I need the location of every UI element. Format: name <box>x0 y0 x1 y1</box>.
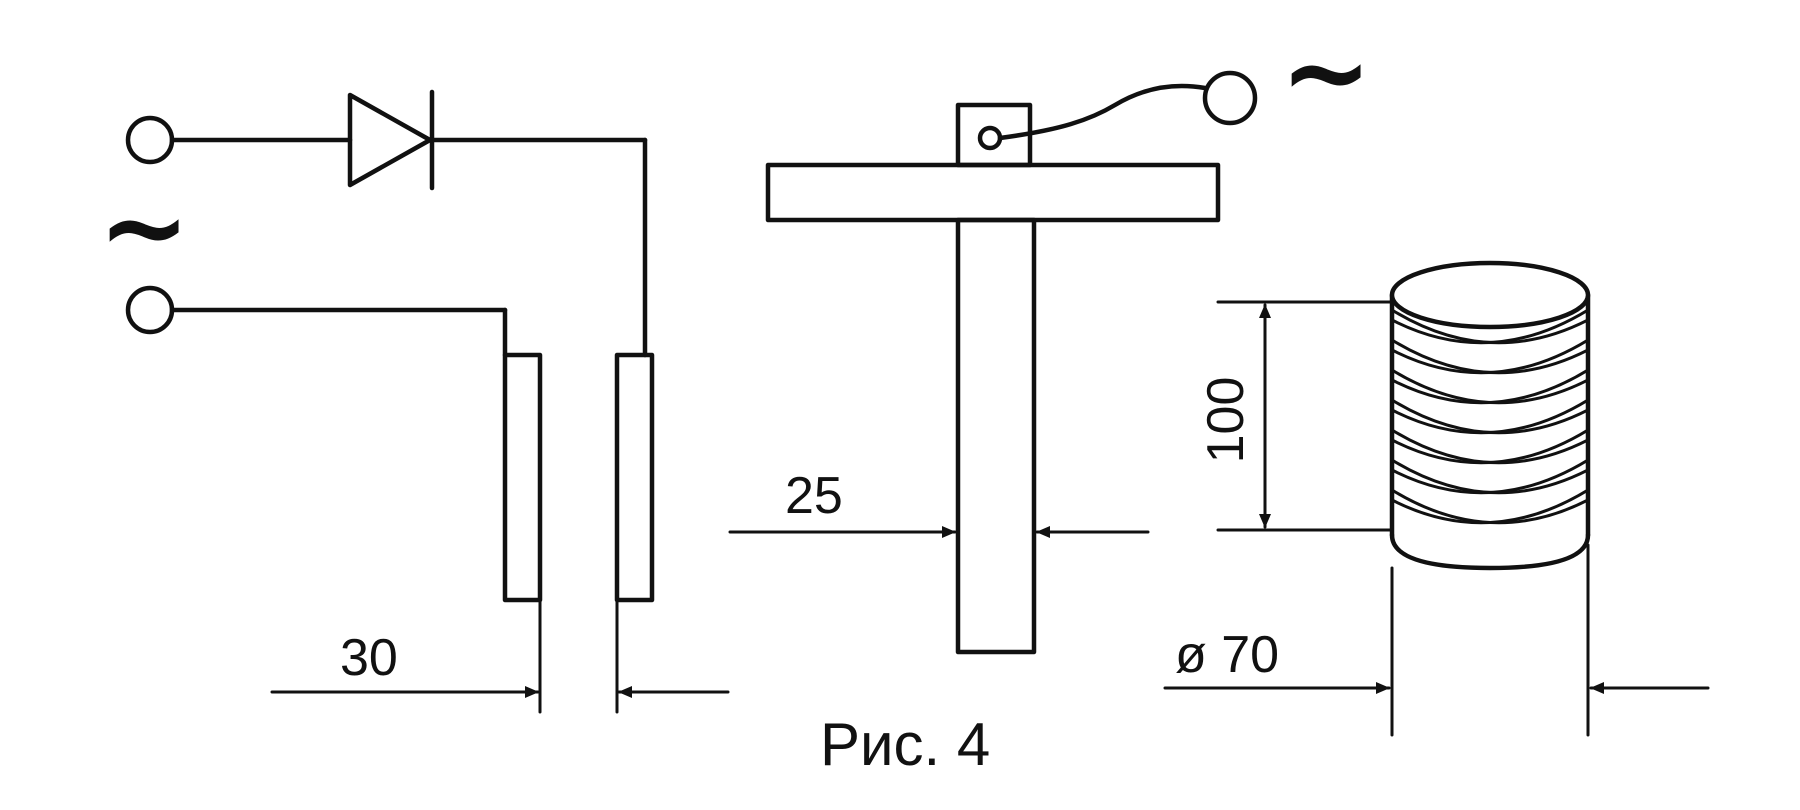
cylinder-mesh <box>1392 308 1588 525</box>
diode-symbol <box>347 89 435 191</box>
terminal-rod <box>1202 70 1258 126</box>
electrode-rod <box>955 217 1037 655</box>
terminal-top <box>125 115 175 165</box>
cylinder-top <box>1389 260 1591 330</box>
ac-symbol-left: ~ <box>98 163 190 291</box>
dimension-rod-width: 25 <box>785 467 843 525</box>
holder-bar <box>765 162 1221 223</box>
rod-electrode: ~ 25 <box>728 8 1372 655</box>
mesh-cylinder: 100 ø 70 <box>1163 260 1710 737</box>
figure-caption: Рис. 4 <box>820 711 990 778</box>
dimension-plate-gap: 30 <box>340 629 398 687</box>
plate-right <box>614 352 655 603</box>
clamp-screw <box>977 125 1003 151</box>
dimension-cylinder-height: 100 <box>1197 377 1255 464</box>
rectifier-circuit: ~ 30 <box>98 89 730 714</box>
terminal-bottom <box>125 285 175 335</box>
plate-left <box>502 352 543 603</box>
ac-symbol-right: ~ <box>1280 8 1372 136</box>
dimension-cylinder-diameter: ø 70 <box>1175 626 1279 684</box>
